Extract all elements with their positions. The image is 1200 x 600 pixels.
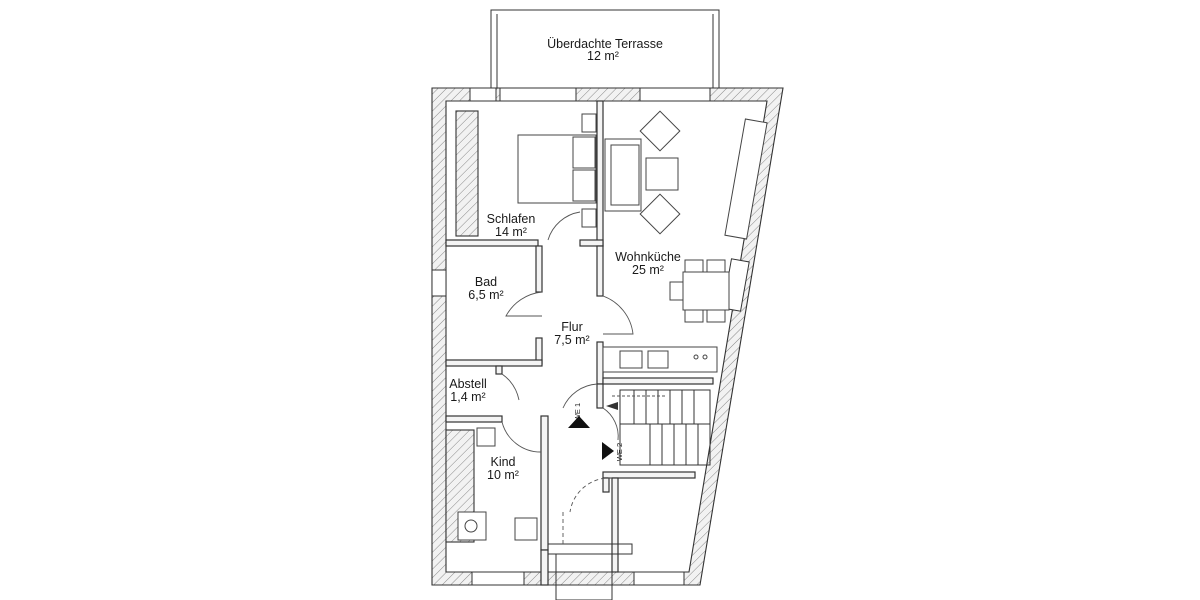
interior-walls (445, 100, 714, 600)
living-area: 25 m² (632, 263, 664, 277)
bedroom-furniture (455, 110, 597, 241)
child-name: Kind (490, 455, 515, 469)
storage-name: Abstell (449, 377, 487, 391)
living-furniture (602, 110, 768, 373)
child-furniture (445, 427, 538, 543)
storage-area: 1,4 m² (450, 390, 485, 404)
hall-name: Flur (561, 320, 583, 334)
living-name: Wohnküche (615, 250, 681, 264)
unit-marker-we1: WE 1 (568, 403, 590, 428)
terrace-area: 12 m² (587, 49, 619, 63)
room-labels: Schlafen 14 m² Wohnküche 25 m² Bad 6,5 m… (449, 212, 681, 482)
staircase (606, 389, 711, 466)
child-area: 10 m² (487, 468, 519, 482)
terrace-name: Überdachte Terrasse (547, 37, 663, 51)
bath-area: 6,5 m² (468, 288, 503, 302)
bath-name: Bad (475, 275, 497, 289)
unit-marker-we2: WE 2 (602, 442, 624, 461)
we1-label: WE 1 (573, 403, 582, 421)
hall-area: 7,5 m² (554, 333, 589, 347)
bedroom-area: 14 m² (495, 225, 527, 239)
terrace: Überdachte Terrasse 12 m² (490, 9, 720, 88)
doors (501, 291, 634, 544)
bedroom-name: Schlafen (487, 212, 536, 226)
we2-label: WE 2 (615, 443, 624, 461)
